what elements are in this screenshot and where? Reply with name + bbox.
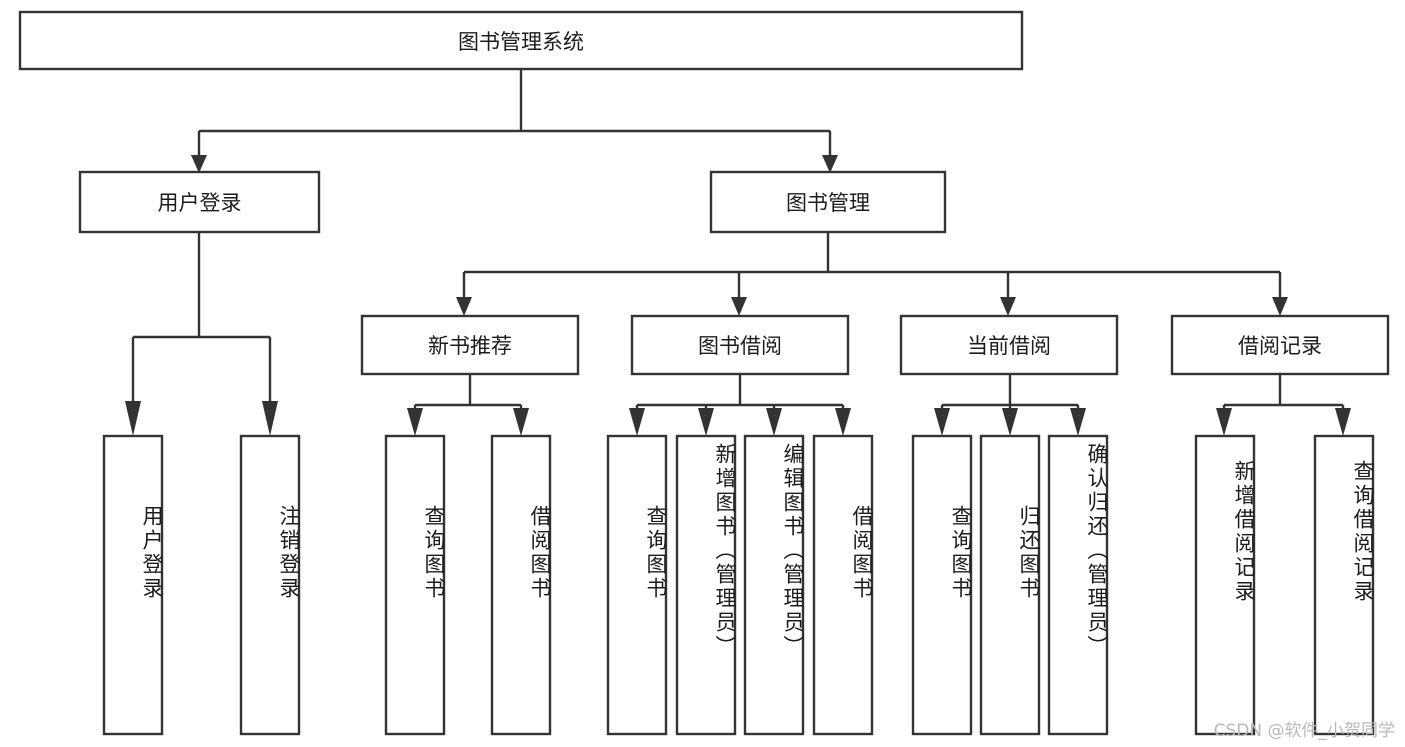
arrow-leaf-borrow-book-2-icon — [835, 408, 851, 436]
node-borrow-record-box[interactable] — [1170, 314, 1390, 376]
leaf-user-logout-box[interactable] — [239, 434, 301, 736]
leaf-query-book-2-box[interactable] — [606, 434, 668, 736]
leaf-query-book-1-box[interactable] — [384, 434, 446, 736]
arrow-to-borrow-record-icon — [1272, 297, 1288, 316]
arrow-leaf-borrow-book-1-icon — [513, 408, 529, 436]
arrow-to-current-borrow-icon — [1000, 297, 1016, 316]
arrow-leaf-edit-book-icon — [766, 408, 782, 436]
arrow-leaf-query-book-2-icon — [629, 408, 645, 436]
leaf-add-book-box[interactable] — [675, 434, 737, 736]
arrow-leaf-query-book-3-icon — [934, 408, 950, 436]
node-root-box[interactable] — [18, 10, 1024, 71]
arrow-to-new-book-recommend-icon — [456, 297, 472, 316]
arrow-leaf-confirm-return-icon — [1070, 408, 1086, 436]
arrow-to-book-manage-icon — [822, 155, 838, 173]
arrow-to-book-borrow-icon — [731, 297, 747, 316]
leaf-query-book-3-box[interactable] — [911, 434, 973, 736]
leaf-query-record-box[interactable] — [1313, 434, 1375, 736]
node-book-manage-box[interactable] — [709, 170, 947, 234]
leaf-user-login-box[interactable] — [102, 434, 164, 736]
arrow-leaf-user-logout-icon — [262, 401, 278, 436]
arrow-leaf-add-book-icon — [698, 408, 714, 436]
leaf-return-book-box[interactable] — [979, 434, 1041, 736]
arrow-leaf-query-book-1-icon — [407, 408, 423, 436]
node-user-login-box[interactable] — [78, 170, 321, 234]
leaf-borrow-book-1-box[interactable] — [490, 434, 552, 736]
arrow-leaf-user-login-icon — [125, 401, 141, 436]
leaf-confirm-return-box[interactable] — [1047, 434, 1109, 736]
node-book-borrow-box[interactable] — [630, 314, 850, 376]
arrow-leaf-query-record-icon — [1335, 408, 1351, 436]
leaf-add-record-box[interactable] — [1194, 434, 1256, 736]
arrow-leaf-return-book-icon — [1002, 408, 1018, 436]
arrow-leaf-add-record-icon — [1216, 408, 1232, 436]
node-current-borrow-box[interactable] — [899, 314, 1119, 376]
leaf-borrow-book-2-box[interactable] — [812, 434, 874, 736]
arrow-to-user-login-icon — [191, 155, 207, 173]
node-new-book-recommend-box[interactable] — [360, 314, 580, 376]
leaf-edit-book-box[interactable] — [743, 434, 805, 736]
